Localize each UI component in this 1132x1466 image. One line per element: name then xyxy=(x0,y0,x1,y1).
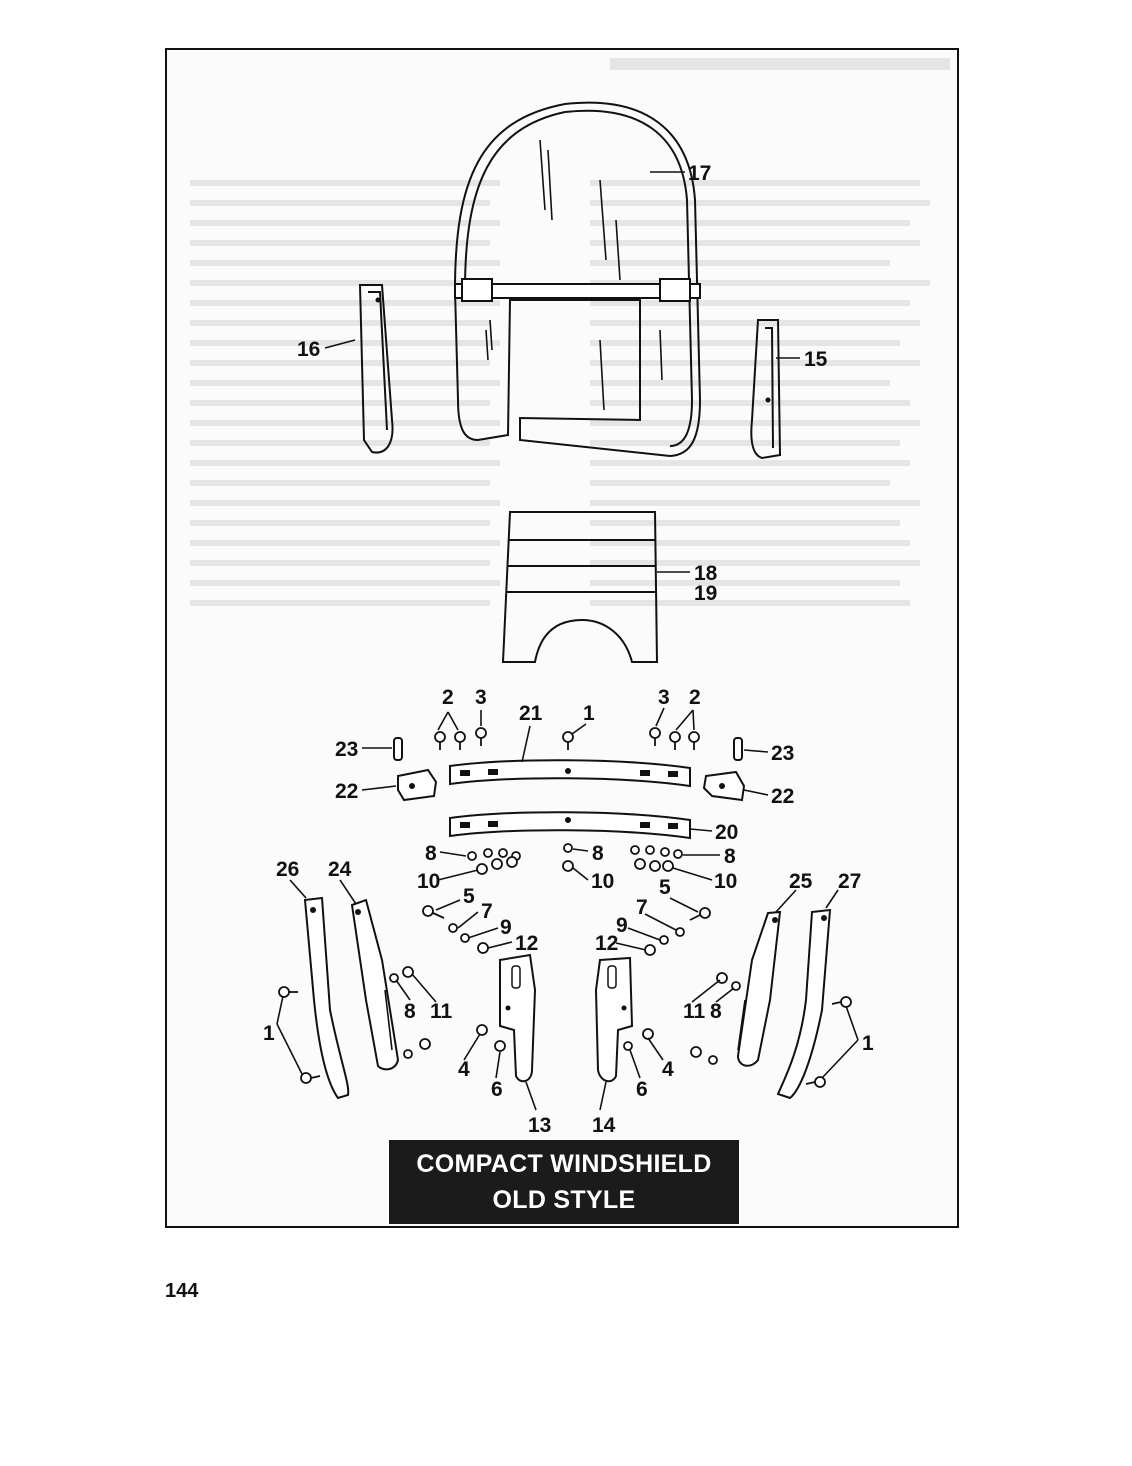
callout-23: 23 xyxy=(771,742,794,765)
caption-line-1: COMPACT WINDSHIELD xyxy=(416,1150,712,1178)
callout-12: 12 xyxy=(595,932,618,955)
callout-labels: 17 16 15 18 19 2 3 21 1 3 2 23 23 22 22 … xyxy=(263,162,874,1137)
callout-24: 24 xyxy=(328,858,352,881)
callout-16: 16 xyxy=(297,338,320,361)
callout-11: 11 xyxy=(683,1000,706,1023)
pin-part-23-right xyxy=(733,737,743,761)
callout-25: 25 xyxy=(789,870,813,893)
callout-11: 11 xyxy=(430,1000,453,1023)
callout-2: 2 xyxy=(689,686,701,709)
callout-18: 18 xyxy=(694,562,718,585)
side-bracket-part-25 xyxy=(736,910,782,1067)
callout-4: 4 xyxy=(458,1058,470,1081)
screws-top xyxy=(434,727,700,750)
callout-17: 17 xyxy=(688,162,711,185)
callout-13: 13 xyxy=(528,1114,551,1137)
side-bracket-part-26 xyxy=(303,896,350,1100)
bracket-part-20 xyxy=(449,811,691,840)
callout-9: 9 xyxy=(500,916,512,939)
callout-1: 1 xyxy=(862,1032,874,1055)
callout-8: 8 xyxy=(724,845,736,868)
callout-3: 3 xyxy=(658,686,670,709)
diagram-frame xyxy=(165,48,959,1228)
pin-part-23-left xyxy=(393,737,403,761)
callout-1: 1 xyxy=(263,1022,275,1045)
diagram-caption: COMPACT WINDSHIELD OLD STYLE xyxy=(389,1140,739,1224)
side-bracket-part-24 xyxy=(350,898,400,1071)
block-part-22-right xyxy=(702,770,746,802)
callout-8: 8 xyxy=(710,1000,722,1023)
callout-5: 5 xyxy=(659,876,671,899)
mount-plate-part-14 xyxy=(594,956,634,1083)
bolts-middle xyxy=(422,905,711,956)
page-number: 144 xyxy=(165,1280,199,1302)
callout-14: 14 xyxy=(592,1114,616,1137)
mount-plate-part-13 xyxy=(499,953,537,1083)
caption-line-2: OLD STYLE xyxy=(492,1186,636,1214)
washers-nuts-group xyxy=(467,843,683,875)
callout-10: 10 xyxy=(714,870,737,893)
bracket-part-21 xyxy=(449,759,691,788)
callout-10: 10 xyxy=(417,870,440,893)
callout-21: 21 xyxy=(519,702,543,725)
callout-8: 8 xyxy=(425,842,437,865)
callout-5: 5 xyxy=(463,885,475,908)
callout-8: 8 xyxy=(404,1000,416,1023)
side-bracket-part-27 xyxy=(776,908,832,1100)
callout-7: 7 xyxy=(636,896,648,919)
callout-6: 6 xyxy=(491,1078,503,1101)
callout-6: 6 xyxy=(636,1078,648,1101)
callout-8: 8 xyxy=(592,842,604,865)
callout-27: 27 xyxy=(838,870,861,893)
side-panel-part-16 xyxy=(358,284,394,454)
callout-15: 15 xyxy=(804,348,828,371)
callout-20: 20 xyxy=(715,821,738,844)
block-part-22-left xyxy=(397,768,438,802)
callout-4: 4 xyxy=(662,1058,674,1081)
windshield-part-17 xyxy=(453,101,702,458)
leader-lines xyxy=(276,171,859,1111)
callout-12: 12 xyxy=(515,932,538,955)
tape-strips-part-18-19 xyxy=(501,511,659,663)
callout-9: 9 xyxy=(616,914,628,937)
side-panel-part-15 xyxy=(750,319,782,460)
callout-26: 26 xyxy=(276,858,299,881)
callout-3: 3 xyxy=(475,686,487,709)
callout-23: 23 xyxy=(335,738,358,761)
callout-2: 2 xyxy=(442,686,454,709)
callout-10: 10 xyxy=(591,870,614,893)
callout-22: 22 xyxy=(335,780,358,803)
callout-7: 7 xyxy=(481,900,493,923)
callout-1: 1 xyxy=(583,702,595,725)
callout-22: 22 xyxy=(771,785,794,808)
callout-19: 19 xyxy=(694,582,717,605)
